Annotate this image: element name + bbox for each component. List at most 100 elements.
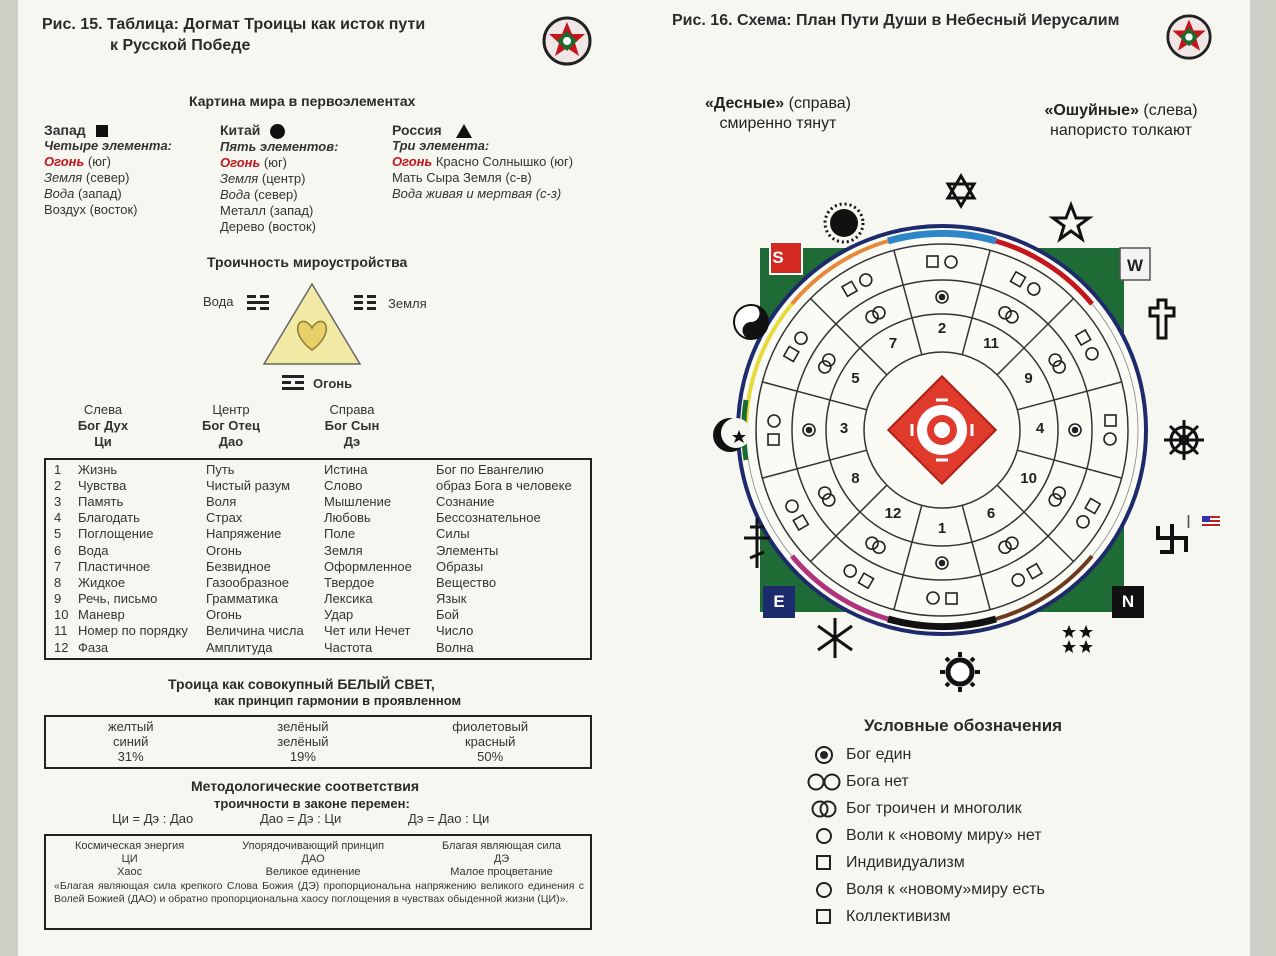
tri-earth-label: Земля xyxy=(388,296,427,311)
table-cell: Газообразное xyxy=(206,574,290,590)
table-cell: Амплитуда xyxy=(206,639,273,655)
circle-icon xyxy=(816,827,832,844)
two-circles-icon xyxy=(807,773,841,790)
table-cell: Лексика xyxy=(324,591,373,607)
ring-icon-pair xyxy=(785,499,810,532)
col-right-header: Справа Бог Сын Дэ xyxy=(316,402,388,450)
table-cell: Элементы xyxy=(436,542,499,558)
table-cell: Слово xyxy=(324,477,363,493)
legend-item: Индивидуализм xyxy=(802,849,1045,876)
legend-label: Бог троичен и многолик xyxy=(846,799,1022,817)
light-heading2: как принцип гармонии в проявленном xyxy=(214,693,462,708)
table-cell: 5 xyxy=(54,526,62,542)
light-table: желтый синий 31% зелёный зелёный 19% фио… xyxy=(44,715,592,769)
table-cell: Сознание xyxy=(436,493,495,509)
table-cell: Волна xyxy=(436,639,474,655)
principle-b: ДАО xyxy=(301,853,325,865)
ring-icon-pair xyxy=(843,564,875,590)
west-item-a: Земля xyxy=(44,170,83,185)
table-cell: Земля xyxy=(324,542,363,558)
table-cell: Огонь xyxy=(206,607,242,623)
legend-label: Воли к «новому миру» нет xyxy=(846,826,1042,844)
corner-w xyxy=(1119,247,1151,281)
legend-label: Индивидуализм xyxy=(846,853,965,871)
russia-column: Россия Три элемента: Огонь Красно Солныш… xyxy=(392,122,573,202)
table-cell: Удар xyxy=(324,607,354,623)
ring-target-icon xyxy=(935,556,949,570)
principle-cell: Упорядочивающий принцип ДАО Великое един… xyxy=(242,840,384,879)
light-cell: желтый синий 31% xyxy=(108,719,154,764)
table-cell: Твердое xyxy=(324,574,375,590)
fig15-title-line2: к Русской Победе xyxy=(110,37,251,54)
table-cell: Маневр xyxy=(78,607,125,623)
principle-c: Хаос xyxy=(117,866,143,878)
light-b: синий xyxy=(112,734,149,749)
table-cell: Поглощение xyxy=(78,526,154,542)
trigram-earth-icon xyxy=(354,295,376,310)
light-a: зелёный xyxy=(277,719,329,734)
west-column: Запад Четыре элемента: Огонь (юг) Земля … xyxy=(44,122,172,218)
square-icon xyxy=(816,854,831,870)
table-cell: 11 xyxy=(54,623,68,639)
col-header-l1: Центр xyxy=(212,402,250,417)
table-cell: Речь, письмо xyxy=(78,591,158,607)
left-sub: напористо толкают xyxy=(1050,122,1192,139)
table-cell: Частота xyxy=(324,639,373,655)
fig15-title-line1: Рис. 15. Таблица: Догмат Троицы как исто… xyxy=(42,16,426,33)
corner-e xyxy=(763,586,795,618)
sector-number: 12 xyxy=(884,504,902,522)
us-flag-icon[interactable] xyxy=(1202,516,1220,528)
ring-icon-pair xyxy=(1011,562,1044,587)
table-cell: Мышление xyxy=(324,493,392,509)
table-cell: Огонь xyxy=(206,542,242,558)
sector-spoke xyxy=(809,484,888,563)
table-cell: Поле xyxy=(324,526,356,542)
formula: Дао = Дэ : Ци xyxy=(260,811,342,826)
light-cell: фиолетовый красный 50% xyxy=(452,719,528,764)
formula: Ци = Дэ : Дао xyxy=(112,811,194,826)
heart-icon xyxy=(297,320,327,351)
target-icon xyxy=(815,745,833,764)
table-cell: Число xyxy=(436,623,474,639)
russia-item-a: Огонь xyxy=(392,154,433,170)
soul-path-diagram xyxy=(713,173,1204,692)
arc-brown xyxy=(995,554,1094,621)
china-count: Пять элементов: xyxy=(220,138,339,154)
legend-item: Воля к «новому»миру есть xyxy=(802,876,1045,903)
arc-blue xyxy=(887,229,997,245)
col-header-l1: Справа xyxy=(329,402,375,417)
left-side-caption: «Ошуйные» (слева) напористо толкают xyxy=(1026,101,1216,141)
principle-c: Великое единение xyxy=(265,866,361,878)
star-icon xyxy=(1048,200,1094,243)
russia-name: Россия xyxy=(392,122,442,138)
col-header-l2: Бог Сын xyxy=(324,418,380,433)
table-cell: Память xyxy=(78,493,124,509)
sector-number: 4 xyxy=(1035,420,1045,437)
ring-icon-pair xyxy=(1009,270,1041,296)
table-cell: Номер по порядку xyxy=(78,623,188,639)
sector-spoke xyxy=(762,449,867,479)
china-item-a: Металл xyxy=(220,202,266,218)
legend-heading: Условные обозначения xyxy=(864,716,1063,735)
table-cell: Бессознательное xyxy=(436,510,541,526)
text-cursor-icon: I xyxy=(1186,512,1192,532)
table-cell: Величина числа xyxy=(206,623,304,639)
west-count: Четыре элемента: xyxy=(44,138,173,153)
trigram-fire-icon xyxy=(282,375,304,390)
col-header-l2: Бог Дух xyxy=(77,418,129,433)
ring-icon-pair xyxy=(767,414,781,446)
arc-orange xyxy=(790,239,889,306)
ring-icon-pair xyxy=(782,331,808,363)
table-cell: Истина xyxy=(324,461,368,477)
method-heading2: троичности в законе перемен: xyxy=(214,796,410,811)
legend-label: Бог един xyxy=(846,745,912,763)
table-cell: 8 xyxy=(54,574,62,590)
